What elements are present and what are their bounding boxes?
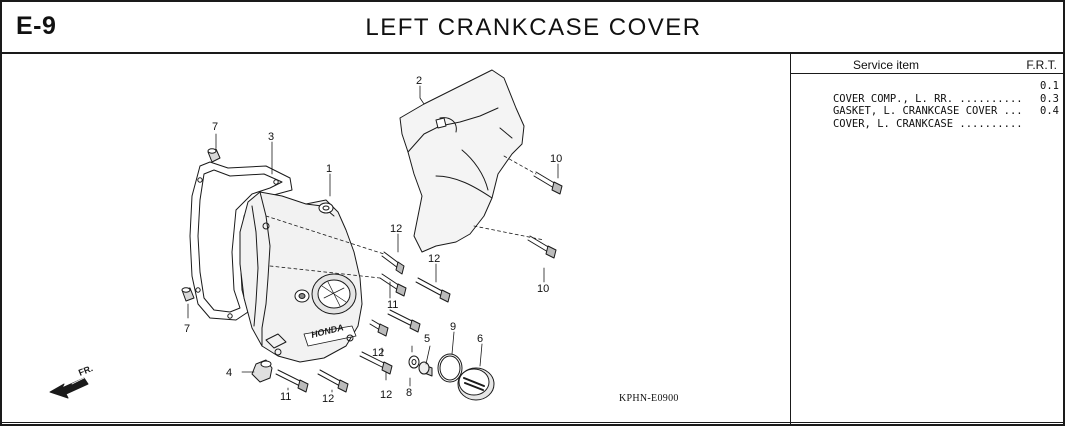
frt-column-header: F.R.T. [1026,58,1057,72]
diagram-reference-code: KPHN-E0900 [619,393,679,404]
service-item-name: GASKET, L. CRANKCASE COVER ... [832,105,1023,117]
callout-12-c: 12 [372,347,384,359]
service-table: COVER COMP., L. RR. .......... 0.1 GASKE… [795,80,1063,130]
flange-bolt-10a [533,171,563,195]
service-row: COVER COMP., L. RR. .......... 0.1 [795,80,1063,105]
flange-bolt-12e [359,351,393,375]
callout-12-b: 12 [428,253,440,265]
dowel-pin-lower [181,287,195,302]
crankcase-cover-part [239,191,363,363]
flange-bolt-12b [415,277,451,303]
callout-3: 3 [268,131,274,143]
service-item-name: COVER COMP., L. RR. .......... [832,92,1023,105]
washer-part-8 [408,355,420,369]
flange-bolt-12c [387,309,421,333]
callout-11-upper: 11 [387,299,398,311]
callout-12-d: 12 [322,393,334,405]
section-code: E-9 [16,12,57,40]
service-item-column-header: Service item [853,58,920,72]
service-item-frt: 0.1 [1040,80,1059,92]
joint-part [251,359,273,383]
callout-12-a: 12 [390,223,402,235]
rear-cover-part [399,69,525,253]
callout-6: 6 [477,333,483,345]
flange-bolt-11b [275,369,309,393]
callout-4: 4 [226,367,232,379]
header-bar: E-9 LEFT CRANKCASE COVER [2,2,1063,54]
flange-bolt-10b [527,235,557,259]
callout-1: 1 [326,163,332,175]
flange-bolt-12d [369,319,389,337]
page-title: LEFT CRANKCASE COVER [365,14,702,41]
front-label: FR. [77,363,94,378]
callout-12-e: 12 [380,389,392,401]
callout-7-upper: 7 [212,121,218,133]
flange-bolt-11a [379,273,407,297]
service-item-frt: 0.3 [1040,92,1059,105]
hole-cap-part [457,367,495,401]
callout-9: 9 [450,321,456,333]
bottom-rule [2,422,1063,423]
timing-hole-cap-part-5 [418,361,433,377]
callout-10-upper: 10 [550,153,562,165]
leader-lines [187,85,559,393]
flange-bolt-12f [317,369,349,393]
o-ring-part [437,353,463,383]
flange-bolt-12a [381,251,405,275]
callout-8: 8 [406,387,412,399]
service-row: GASKET, L. CRANKCASE COVER ... 0.3 [795,92,1063,118]
service-item-frt: 0.4 [1040,105,1059,117]
service-item-name: COVER, L. CRANKCASE .......... [832,117,1023,130]
callout-5: 5 [424,333,430,345]
callout-11-lower: 11 [280,391,291,403]
service-table-header: Service item F.R.T. [791,54,1063,74]
callout-10-lower: 10 [537,283,549,295]
callout-2: 2 [416,75,422,87]
dowel-pin-upper [207,148,221,163]
exploded-parts-diagram: 1 2 3 4 5 6 7 7 8 9 10 10 11 11 12 12 12… [49,69,563,405]
front-direction-arrow-icon [49,377,89,399]
service-row: COVER, L. CRANKCASE .......... 0.4 [795,105,1063,130]
column-divider [790,54,791,426]
callout-7-lower: 7 [184,323,190,335]
